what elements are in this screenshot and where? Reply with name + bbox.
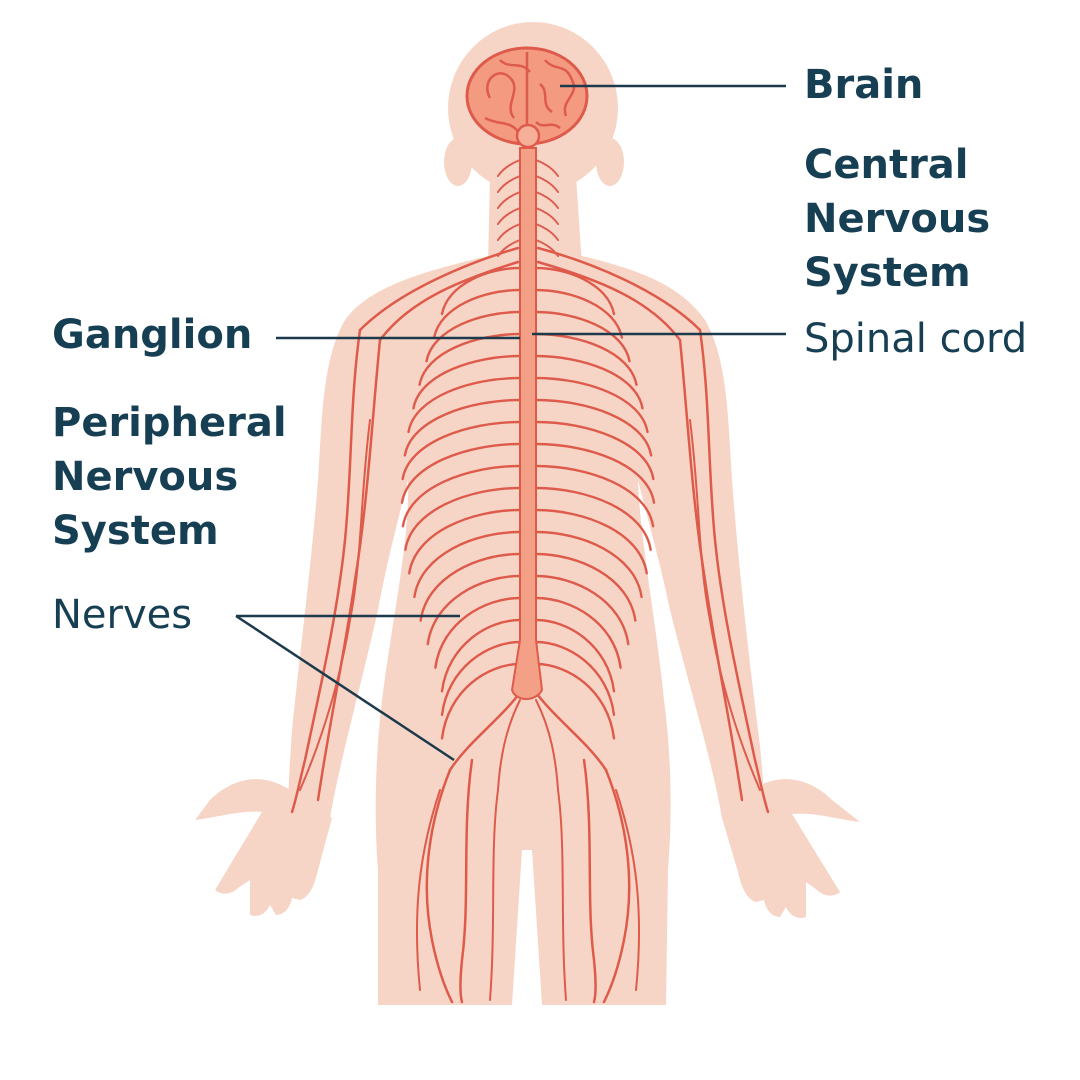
neck-nerve: [497, 175, 521, 193]
intercostal-nerve: [534, 464, 655, 528]
intercostal-nerve: [534, 640, 616, 717]
neck-nerve: [535, 223, 559, 241]
intercostal-nerve: [440, 618, 522, 693]
intercostal-nerve: [534, 266, 616, 316]
intercostal-nerve: [403, 398, 522, 457]
intercostal-nerve: [440, 640, 522, 717]
intercostal-nerve: [534, 552, 637, 622]
label-pns-line: Peripheral: [52, 400, 287, 446]
leg-nerve: [582, 758, 597, 1004]
intercostal-nerve: [426, 574, 522, 646]
arm-nerve: [689, 419, 761, 791]
intercostal-nerve: [418, 332, 522, 386]
label-pns-line: Nervous: [52, 454, 239, 500]
label-nerves: Nerves: [52, 592, 193, 638]
leg-nerve: [602, 768, 631, 1004]
intercostal-nerve: [440, 662, 522, 740]
intercostal-nerve: [534, 508, 648, 575]
arm-nerve: [290, 328, 362, 814]
label-peripheral-nervous-system: Peripheral Nervous System: [52, 396, 287, 558]
leg-nerve: [489, 789, 499, 1001]
arm-nerve: [316, 338, 382, 802]
intercostal-nerve: [425, 310, 522, 363]
neck-nerve: [497, 159, 521, 177]
intercostal-nerve: [412, 354, 522, 410]
intercostal-nerve: [407, 376, 522, 434]
label-ganglion: Ganglion: [52, 312, 253, 358]
neck-nerve: [535, 191, 559, 209]
leg-nerve: [415, 789, 441, 991]
shoulder-nerve: [536, 260, 682, 342]
intercostal-nerve: [419, 552, 522, 622]
intercostal-nerve: [534, 662, 616, 740]
intercostal-nerve: [534, 618, 616, 693]
pelvic-nerve: [535, 699, 559, 791]
arm-nerve: [678, 338, 744, 802]
spinal-cord: [510, 147, 544, 700]
intercostal-nerve: [408, 508, 522, 575]
intercostal-nerve: [432, 288, 522, 339]
label-cns-line: System: [804, 250, 971, 296]
brain: [465, 46, 589, 149]
neck-nerve: [497, 191, 521, 209]
leg-nerve: [425, 768, 454, 1004]
intercostal-nerve: [404, 486, 522, 551]
leg-nerve: [459, 758, 474, 1004]
intercostal-nerve: [534, 354, 644, 410]
neck-nerve: [535, 207, 559, 225]
intercostal-nerve: [434, 596, 522, 669]
nerves-leader-lower: [235, 614, 455, 762]
label-spinal-cord: Spinal cord: [804, 316, 1028, 362]
intercostal-nerve: [534, 530, 643, 599]
intercostal-nerve: [534, 420, 655, 481]
intercostal-nerve: [401, 420, 522, 481]
intercostal-nerve: [400, 442, 522, 504]
intercostal-nerve: [534, 310, 631, 363]
label-pns-line: System: [52, 508, 219, 554]
leg-nerve: [557, 789, 567, 1001]
label-brain: Brain: [804, 62, 924, 108]
intercostal-nerve: [440, 266, 522, 316]
arm-nerve: [698, 328, 770, 814]
intercostal-nerve: [534, 486, 652, 551]
intercostal-nerve: [534, 376, 649, 434]
shoulder-nerve: [536, 246, 702, 332]
neck-nerve: [535, 159, 559, 177]
neck-nerve: [535, 175, 559, 193]
intercostal-nerve: [534, 288, 624, 339]
intercostal-nerve: [401, 464, 522, 528]
shoulder-nerve: [358, 246, 520, 332]
arm-nerve: [299, 419, 371, 791]
label-central-nervous-system: Central Nervous System: [804, 138, 990, 300]
leg-nerve: [615, 789, 641, 991]
pelvic-nerve: [497, 699, 521, 791]
intercostal-nerve: [534, 574, 630, 646]
intercostal-nerve: [534, 442, 656, 504]
intercostal-nerve: [534, 398, 653, 457]
label-cns-line: Nervous: [804, 196, 991, 242]
pelvic-nerve: [448, 688, 524, 772]
intercostal-nerve: [534, 596, 622, 669]
shoulder-nerve: [378, 260, 520, 342]
neck-nerve: [497, 207, 521, 225]
neck-nerve: [497, 223, 521, 241]
label-cns-line: Central: [804, 142, 969, 188]
peripheral-nerves: [290, 159, 770, 1004]
leader-lines: [235, 84, 786, 762]
pelvic-nerve: [532, 688, 608, 772]
intercostal-nerve: [413, 530, 522, 599]
